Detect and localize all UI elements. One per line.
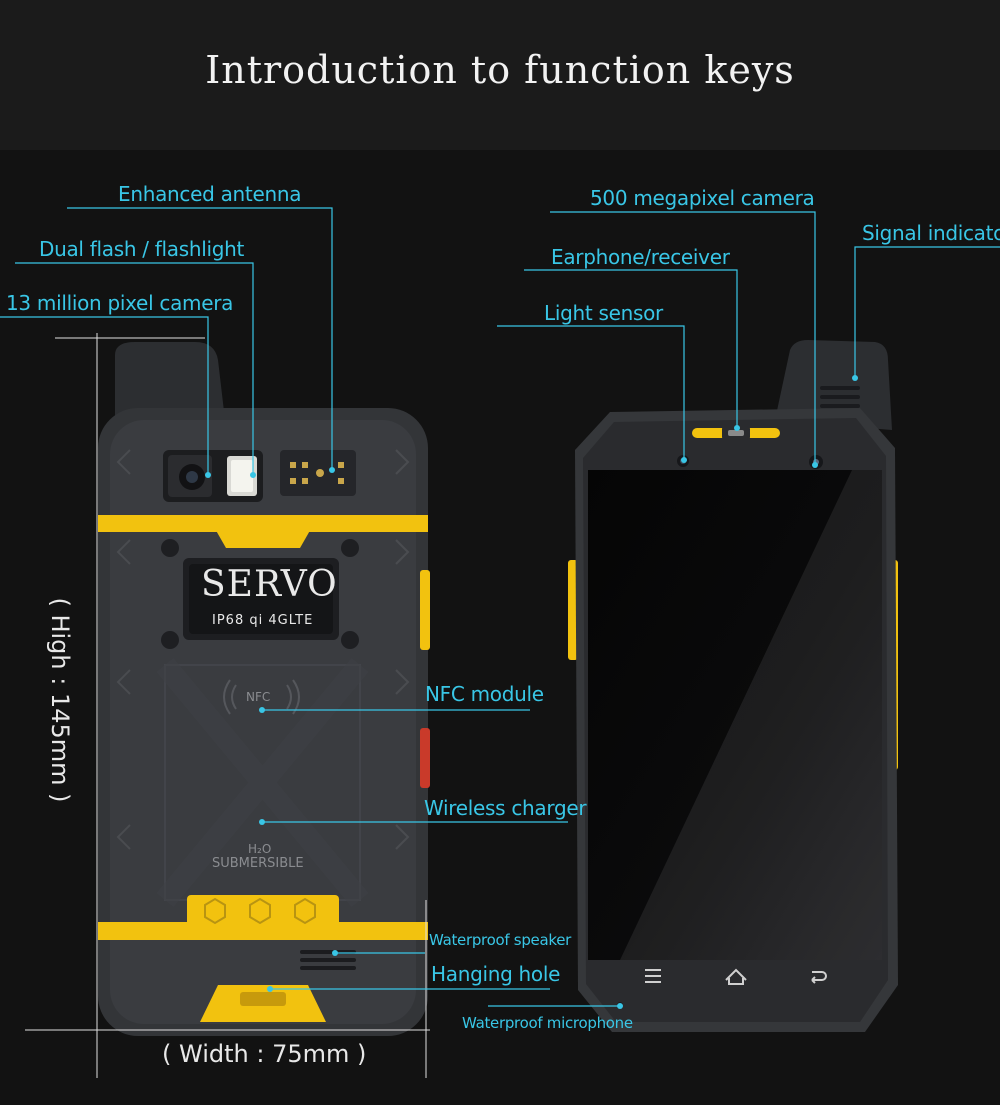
label-dual-flash: Dual flash / flashlight [39,237,245,261]
phone-front [568,340,898,1032]
label-hanging-hole: Hanging hole [431,962,561,986]
label-signal-indicator: Signal indicator [862,221,1000,245]
header-band: Introduction to function keys [0,0,1000,150]
label-waterproof-speaker: Waterproof speaker [429,931,572,949]
label-500mp-camera: 500 megapixel camera [590,186,815,210]
menu-icon [645,969,661,983]
phone-spec: IP68 qi 4GLTE [212,613,314,628]
label-earphone-receiver: Earphone/receiver [551,245,730,269]
height-dimension: ( High : 145mm ) [46,597,74,803]
callout-lines [0,207,1000,1007]
back-icon [811,971,827,984]
label-light-sensor: Light sensor [544,301,663,325]
phone-brand: SERVO [201,564,338,605]
nfc-mark: NFC [246,690,271,704]
label-waterproof-microphone: Waterproof microphone [462,1014,633,1032]
page-title: Introduction to function keys [205,48,795,92]
submersible-mark: SUBMERSIBLE [212,856,304,871]
label-13mp-camera: 13 million pixel camera [6,291,234,315]
phone-back [98,342,430,1036]
width-dimension: ( Width : 75mm ) [162,1040,367,1068]
water-mark: H₂O [248,842,272,856]
home-icon [725,968,747,985]
nav-icons [645,968,827,985]
label-enhanced-antenna: Enhanced antenna [118,182,302,206]
label-wireless-charger: Wireless charger [424,796,587,820]
label-nfc-module: NFC module [425,682,544,706]
